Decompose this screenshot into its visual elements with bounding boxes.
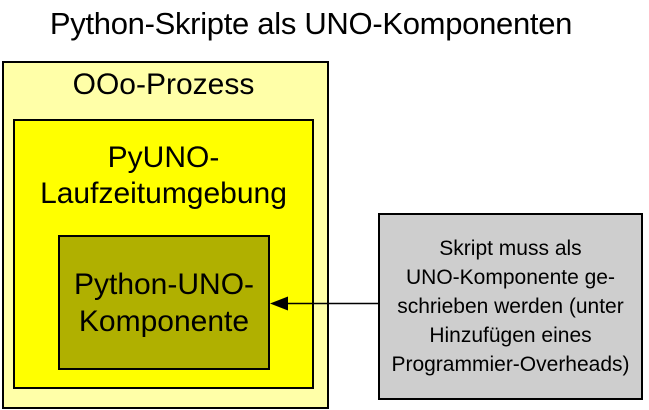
- pyuno-runtime-label-line1: PyUNO-: [107, 141, 220, 174]
- note-text-line5: Programmier-Overheads): [391, 353, 630, 376]
- note-text-line4: Hinzufügen eines: [429, 324, 592, 347]
- python-uno-component-label-line2: Komponente: [78, 304, 250, 338]
- note-box: Skript muss als UNO-Komponente ge- schri…: [378, 213, 643, 400]
- diagram-title: Python-Skripte als UNO-Komponenten: [49, 6, 573, 41]
- note-text-line3: schrieben werden (unter: [397, 295, 624, 318]
- python-uno-component-label-line1: Python-UNO-: [73, 267, 255, 301]
- python-uno-component-label: Python-UNO- Komponente: [74, 266, 254, 340]
- note-text-line2: UNO-Komponente ge-: [406, 266, 615, 289]
- pyuno-runtime-label: PyUNO- Laufzeitumgebung: [13, 140, 314, 212]
- ooo-process-label: OOo-Prozess: [72, 68, 255, 101]
- note-text: Skript muss als UNO-Komponente ge- schri…: [391, 234, 629, 379]
- note-text-line1: Skript muss als: [439, 237, 582, 260]
- python-uno-component-box: Python-UNO- Komponente: [58, 235, 270, 370]
- pyuno-runtime-label-line2: Laufzeitumgebung: [40, 177, 287, 210]
